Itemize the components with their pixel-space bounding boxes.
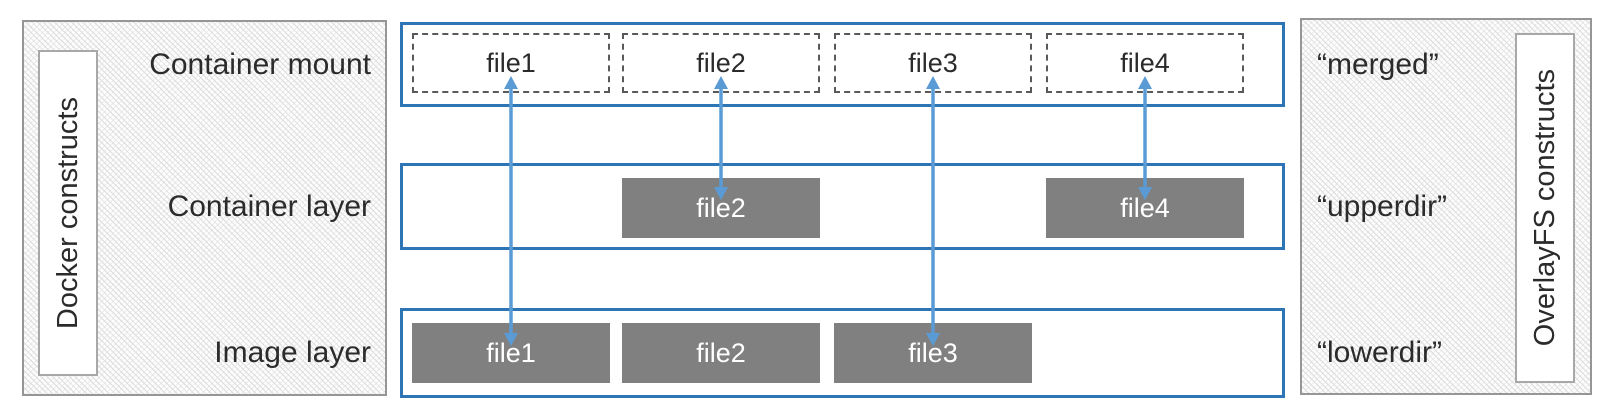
lower-file2-box: file2 [622, 323, 820, 383]
mount-file2-box: file2 [622, 33, 820, 93]
image-layer-label: Image layer [214, 336, 371, 369]
docker-constructs-label-box: Docker constructs [38, 50, 98, 376]
overlayfs-constructs-panel: “merged” “upperdir” “lowerdir” OverlayFS… [1300, 18, 1592, 395]
container-mount-box: file1 file2 file3 file4 [400, 22, 1285, 107]
docker-constructs-panel: Docker constructs Container mount Contai… [22, 20, 387, 396]
overlayfs-constructs-label-box: OverlayFS constructs [1515, 33, 1575, 383]
lower-file3-box: file3 [834, 323, 1032, 383]
docker-constructs-label: Docker constructs [51, 96, 84, 330]
container-layer-box: file2 file4 [400, 163, 1285, 250]
upper-file4-box: file4 [1046, 178, 1244, 238]
container-layer-label: Container layer [167, 189, 371, 223]
mount-file3-box: file3 [834, 33, 1032, 93]
merged-label: “merged” [1317, 47, 1439, 81]
lowerdir-label: “lowerdir” [1317, 336, 1443, 369]
container-mount-label: Container mount [149, 47, 371, 81]
image-layer-box: file1 file2 file3 [400, 308, 1285, 398]
upper-file2-box: file2 [622, 178, 820, 238]
mount-file1-box: file1 [412, 33, 610, 93]
lower-file1-box: file1 [412, 323, 610, 383]
overlayfs-constructs-label: OverlayFS constructs [1528, 69, 1561, 347]
mount-file4-box: file4 [1046, 33, 1244, 93]
upperdir-label: “upperdir” [1317, 189, 1448, 223]
